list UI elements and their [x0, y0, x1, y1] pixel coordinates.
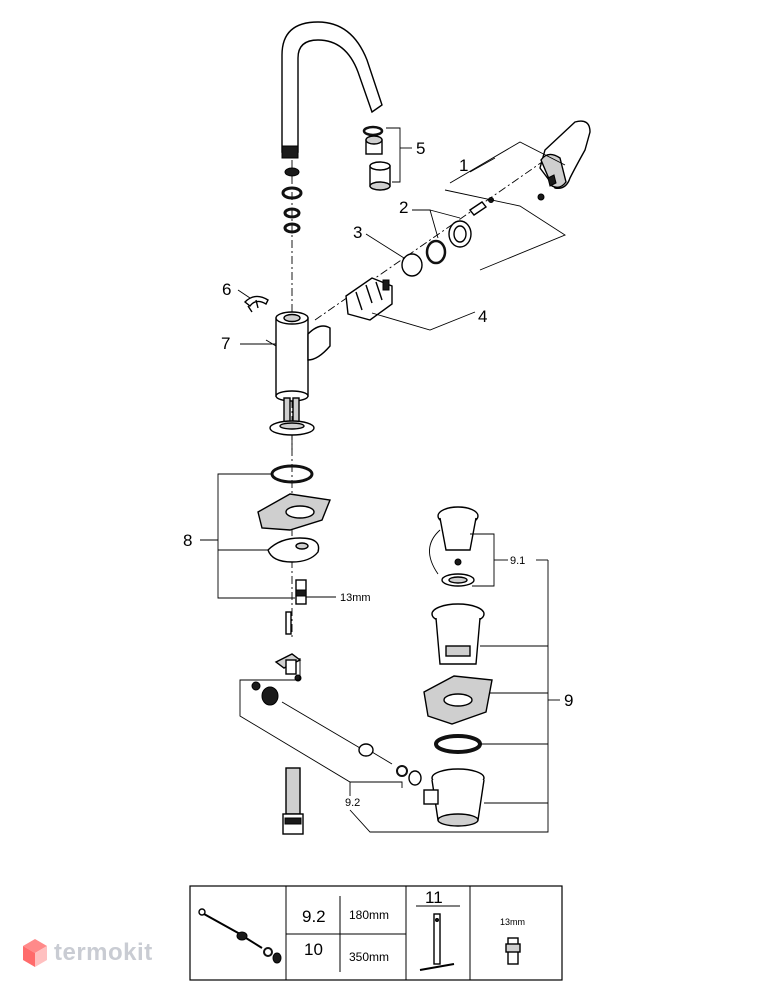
- callout-3: 3: [353, 223, 362, 242]
- watermark-brand: termokit: [54, 939, 153, 966]
- callout-8: 8: [183, 531, 192, 550]
- part-1-handle: [444, 120, 591, 271]
- table-nut-drawing: [505, 937, 521, 965]
- table-13mm: 13mm: [500, 917, 525, 927]
- callout-1: 1: [459, 156, 468, 175]
- part-2-rings: [412, 209, 472, 265]
- callout-7: 7: [221, 334, 230, 353]
- part-8-mounting-set: [200, 464, 336, 605]
- supply-hoses: [269, 397, 315, 450]
- part-5-aerator: [362, 125, 412, 191]
- spout: [281, 21, 383, 159]
- table-rod-drawing: [198, 908, 282, 964]
- table-length-350: 350mm: [349, 950, 389, 964]
- part-9-2-rod-assembly: [239, 560, 549, 833]
- table-label-11: 11: [425, 888, 443, 907]
- table-tool-drawing: [419, 913, 455, 971]
- parts-table: 9.2 180mm 10 350mm 11 13mm: [189, 885, 563, 981]
- lift-rod-pin: [285, 611, 292, 635]
- part-4-cartridge: [345, 277, 476, 331]
- table-label-10: 10: [304, 940, 323, 959]
- callout-9-2: 9.2: [345, 797, 360, 809]
- part-9-waste-assembly: [423, 506, 560, 827]
- hose-connector: [282, 767, 304, 835]
- table-length-180: 180mm: [349, 908, 389, 922]
- table-label-9-2: 9.2: [302, 907, 326, 926]
- callout-9: 9: [564, 691, 573, 710]
- part-3-ring: [365, 233, 423, 277]
- spout-o-rings: [281, 167, 303, 234]
- callout-5: 5: [416, 139, 425, 158]
- watermark-logo: termokit: [22, 938, 153, 968]
- part-6-clip: [237, 289, 269, 313]
- part-7-body: [240, 311, 331, 402]
- cartridge-axis: [314, 159, 546, 321]
- callout-9-1: 9.1: [510, 555, 525, 567]
- callout-2: 2: [399, 198, 408, 217]
- callout-4: 4: [478, 307, 487, 326]
- cube-icon: [23, 939, 47, 967]
- callout-13mm: 13mm: [340, 592, 371, 604]
- callout-6: 6: [222, 280, 231, 299]
